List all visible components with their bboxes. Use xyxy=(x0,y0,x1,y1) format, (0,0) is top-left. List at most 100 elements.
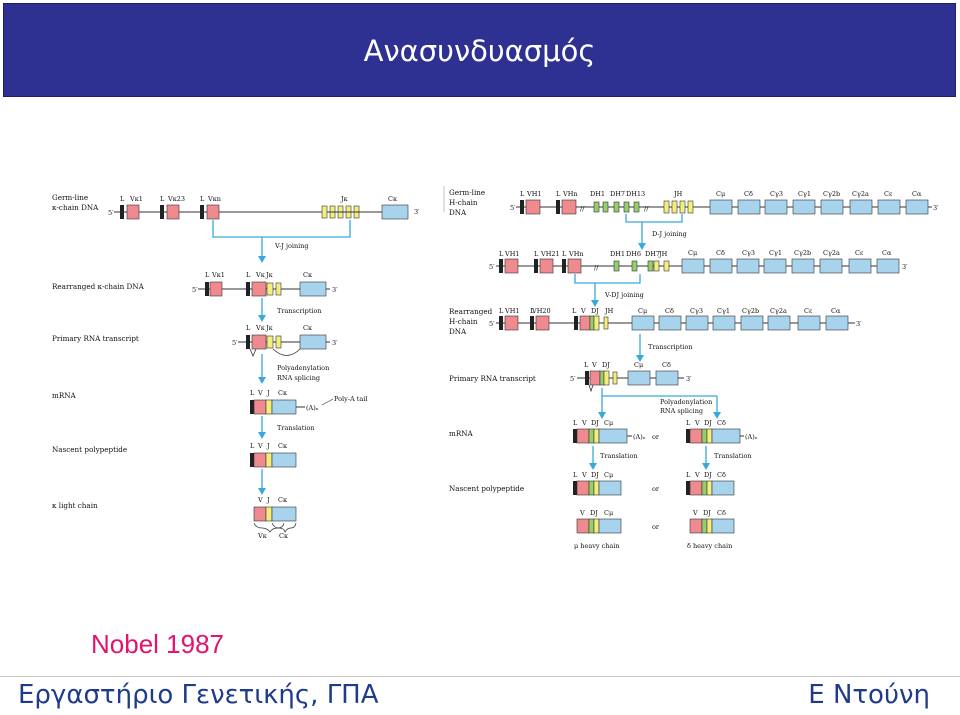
k-germ-5: 5′ xyxy=(108,209,114,217)
h-dj-L3: L xyxy=(562,250,567,258)
h-mrna-delta-L: L xyxy=(686,419,691,427)
h-germ-JH: JH xyxy=(673,190,683,198)
svg-text://: // xyxy=(644,205,649,213)
kappa-primary-label: Primary RNA transcript xyxy=(52,334,139,343)
h-mrna-mu-V: V xyxy=(581,419,587,427)
h-rear-C-6: Cε xyxy=(804,307,813,315)
k-mrna-V: V xyxy=(257,389,263,397)
h-delta-chain-label: δ heavy chain xyxy=(687,542,732,550)
k-rear-3: 3′ xyxy=(332,286,338,294)
k-transcription-step: Transcription xyxy=(277,307,322,315)
h-rear-L2: L xyxy=(530,307,535,315)
h-mu-chain-label: μ heavy chain xyxy=(574,542,620,550)
k-mrna-L: L xyxy=(250,389,255,397)
k-germ-Ck: Cκ xyxy=(388,195,397,203)
h-nasc-or: or xyxy=(652,485,660,493)
h-germ-C-1: Cδ xyxy=(744,190,753,198)
k-light-J: J xyxy=(266,496,270,504)
h-rear-5: 5′ xyxy=(489,320,495,328)
k-germ-3: 3′ xyxy=(414,208,420,216)
h-germ-C-3: Cγ1 xyxy=(798,190,811,198)
h-dj-JH: JH xyxy=(658,250,668,258)
h-dj-C-4: Cγ2b xyxy=(794,249,811,257)
h-dj-VH1: VH1 xyxy=(504,250,520,258)
k-prim-L: L xyxy=(246,324,251,332)
h-mrna-label: mRNA xyxy=(449,429,474,438)
svg-text://: // xyxy=(580,205,585,213)
k-germ-Jk: Jκ xyxy=(340,195,348,203)
h-rear-DJ: DJ xyxy=(591,307,599,315)
h-rear-L1: L xyxy=(499,307,504,315)
h-dj-C-2: Cγ3 xyxy=(742,249,755,257)
h-dj-DH7: DH7 xyxy=(645,250,660,258)
h-rear-C-7: Cα xyxy=(831,307,841,315)
h-rear-C-4: Cγ2b xyxy=(742,307,759,315)
footer-divider xyxy=(0,676,960,677)
h-nasc-delta-DJ: DJ xyxy=(704,471,712,479)
k-translation-step: Translation xyxy=(277,424,315,432)
k-light-Vk-brace: Vκ xyxy=(257,532,267,540)
h-mrna-delta-An: (A)ₙ xyxy=(745,433,758,441)
h-germ-C-6: Cε xyxy=(884,190,893,198)
h-mrna-or: or xyxy=(652,433,660,441)
k-light-Ck: Cκ xyxy=(278,496,287,504)
k-prim-3: 3′ xyxy=(332,339,338,347)
h-germ-3: 3′ xyxy=(933,204,939,212)
h-mu-DJ: DJ xyxy=(590,509,598,517)
h-rear-3: 3′ xyxy=(856,320,862,328)
h-rear-constants: Cμ Cδ Cγ3 Cγ1 Cγ2b Cγ2a Cε Cα xyxy=(631,307,849,331)
h-prim-5: 5′ xyxy=(570,375,576,383)
h-rear-L3: L xyxy=(572,307,577,315)
h-dj-constants: Cμ Cδ Cγ3 Cγ1 Cγ2b Cγ2a Cε Cα xyxy=(681,249,900,274)
h-germ-C-0: Cμ xyxy=(716,190,725,198)
k-splicing-step: RNA splicing xyxy=(277,374,320,382)
kappa-nascent-label: Nascent polypeptide xyxy=(52,445,127,454)
h-germ-DH13: DH13 xyxy=(626,190,645,198)
h-dj-VHn: VHn xyxy=(568,250,584,258)
kappa-light-label: κ light chain xyxy=(52,501,98,510)
footer-author: Ε Ντούνη xyxy=(808,680,930,710)
h-polyA-step: Polyadenylation xyxy=(660,398,712,406)
h-rear-VH20: VH20 xyxy=(531,307,551,315)
h-vdj-step: V-DJ joining xyxy=(604,291,644,299)
h-dj-5: 5′ xyxy=(489,263,495,271)
h-prim-V: V xyxy=(591,361,597,369)
k-prim-Jk: Jκ xyxy=(265,324,273,332)
h-mu-V: V xyxy=(579,509,585,517)
k-nasc-Ck: Cκ xyxy=(278,442,287,450)
h-mrna-mu-L: L xyxy=(573,419,578,427)
k-germ-Vk1: Vκ1 xyxy=(129,195,143,203)
h-transcription-step: Transcription xyxy=(648,343,693,351)
kappa-panel: Germ-line κ-chain DNA Rearranged κ-chain… xyxy=(52,193,420,540)
h-prim-Cdelta: Cδ xyxy=(662,361,671,369)
k-rear-Vk: Vκ xyxy=(255,271,265,279)
title-bar: Ανασυνδυασμός xyxy=(3,3,956,97)
h-rear-C-3: Cγ1 xyxy=(717,307,730,315)
k-germ-L3: L xyxy=(200,195,205,203)
h-rear-V: V xyxy=(580,307,586,315)
kappa-germline-label-1: Germ-line xyxy=(52,193,88,202)
h-rear-C-5: Cγ2a xyxy=(770,307,787,315)
k-mrna-An: (A)ₙ xyxy=(306,404,319,412)
h-prim-L: L xyxy=(584,361,589,369)
h-nasc-delta-L: L xyxy=(686,471,691,479)
h-delta-Cdelta: Cδ xyxy=(717,509,726,517)
h-germ-VH1: VH1 xyxy=(526,190,542,198)
h-translation-step-delta: Translation xyxy=(714,452,752,460)
k-rear-Jk: Jκ xyxy=(265,271,273,279)
h-germ-C-5: Cγ2a xyxy=(852,190,869,198)
k-mrna-Ck: Cκ xyxy=(278,389,287,397)
h-dj-C-3: Cγ1 xyxy=(769,249,782,257)
k-vj-step: V-J joining xyxy=(274,242,309,250)
h-dj-C-6: Cε xyxy=(855,249,864,257)
slide-title: Ανασυνδυασμός xyxy=(363,34,596,68)
h-germ-5: 5′ xyxy=(510,204,516,212)
k-rear-Vk1: Vκ1 xyxy=(211,271,225,279)
k-germ-Vkn: Vκn xyxy=(207,195,221,203)
h-prim-3: 3′ xyxy=(686,375,692,383)
h-rear-C-1: Cδ xyxy=(665,307,674,315)
svg-text://: // xyxy=(594,264,599,272)
h-germ-C-4: Cγ2b xyxy=(823,190,840,198)
kappa-mrna-label: mRNA xyxy=(52,391,77,400)
h-germline-label-3: DNA xyxy=(449,208,467,217)
